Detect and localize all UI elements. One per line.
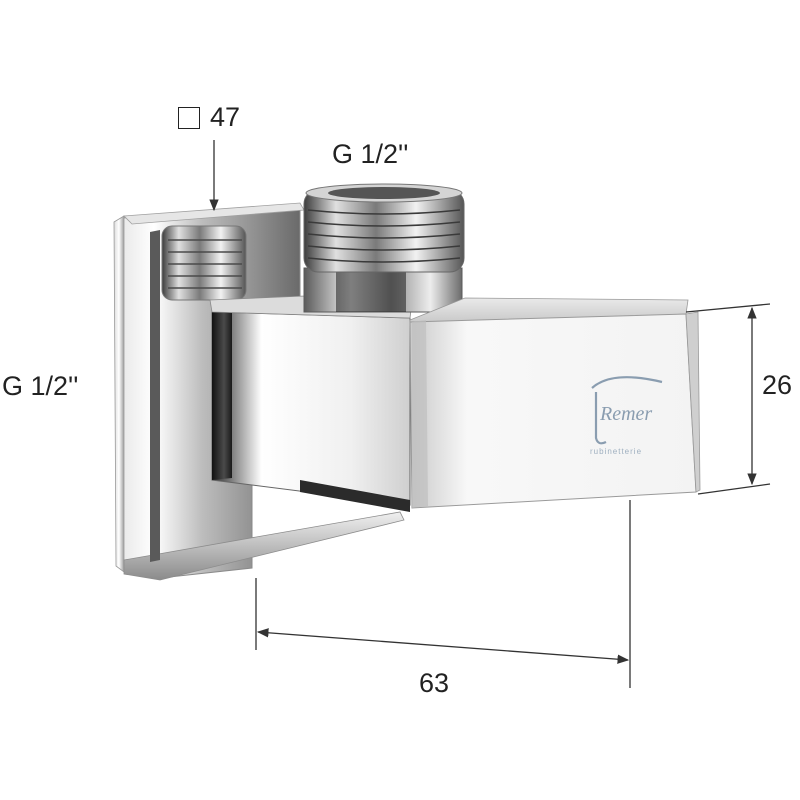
rear-thread — [161, 225, 247, 301]
length-dimension-label: 63 — [419, 668, 450, 698]
logo-swoosh-icon — [591, 376, 663, 389]
side-thread-label: G 1/2'' — [2, 371, 79, 401]
height-dimension-label: 26 — [762, 370, 793, 400]
top-thread-label: G 1/2'' — [332, 139, 409, 169]
logo-brand-text: Remer — [599, 403, 652, 425]
brand-logo: Remer rubinetterie — [590, 376, 663, 456]
square-size-value: 47 — [210, 102, 241, 132]
valve-body — [209, 295, 413, 512]
top-outlet — [303, 183, 465, 313]
square-size-label: 47 — [178, 104, 240, 131]
dimension-lines — [209, 140, 771, 688]
square-handle — [409, 297, 701, 509]
square-symbol-icon — [178, 106, 200, 129]
logo-tagline-text: rubinetterie — [590, 447, 642, 456]
